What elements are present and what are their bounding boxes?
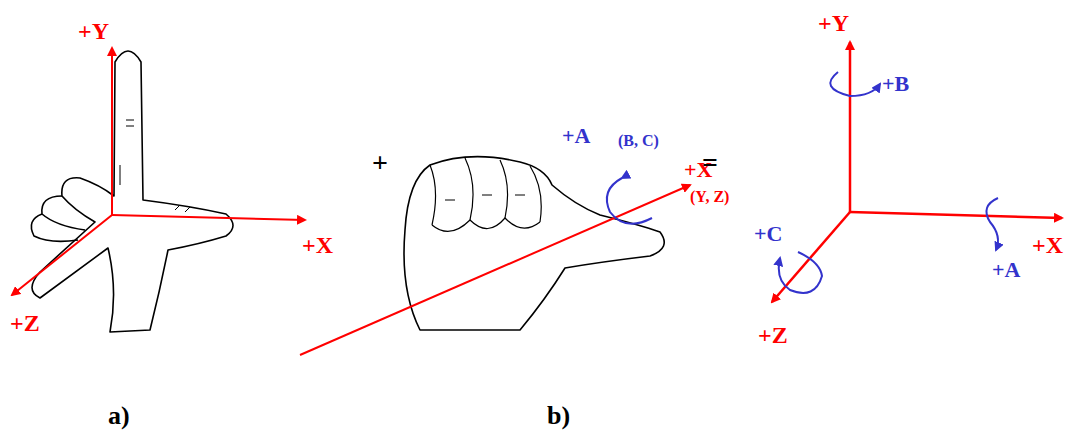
rotation-label: +C bbox=[752, 222, 784, 246]
panel-label: a) bbox=[106, 402, 132, 430]
axis-label: +Y bbox=[816, 10, 851, 36]
axis-label: +Z bbox=[756, 322, 790, 348]
rotation-label: +A bbox=[990, 258, 1022, 282]
right-hand bbox=[31, 51, 233, 332]
operator-sign: + bbox=[370, 148, 390, 178]
rotation-label: (B, C) bbox=[616, 132, 661, 150]
axis-label: +X bbox=[300, 232, 335, 258]
rotation-label: +B bbox=[880, 72, 911, 96]
operator-sign: = bbox=[700, 148, 720, 178]
panel-label: b) bbox=[545, 402, 572, 430]
axis-label: +X bbox=[1030, 232, 1065, 258]
axis-label: +Z bbox=[8, 310, 42, 336]
axis-label: (Y, Z) bbox=[688, 188, 731, 206]
rotation-label: +A bbox=[560, 124, 592, 148]
fist-hand bbox=[404, 157, 664, 330]
axis-label: +Y bbox=[76, 18, 111, 44]
